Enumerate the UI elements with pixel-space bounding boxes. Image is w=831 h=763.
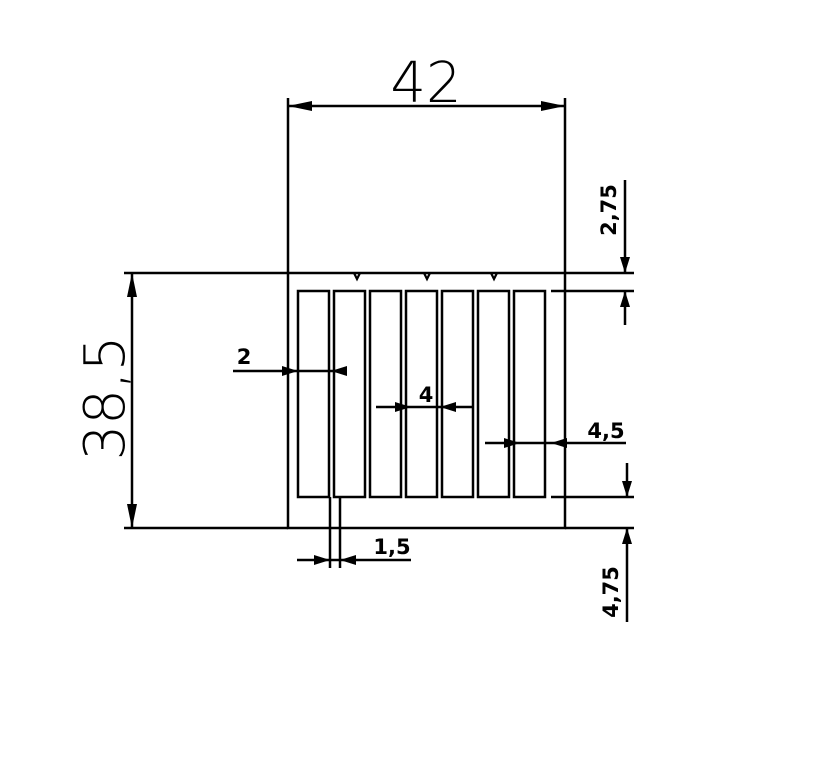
slot-7 xyxy=(512,289,547,499)
arrowhead-right xyxy=(314,555,330,565)
slot-6 xyxy=(476,289,511,499)
top-wall-label: 2,75 xyxy=(597,184,621,236)
dimension-bottom-wall: 4,75 xyxy=(551,463,634,622)
slot-1 xyxy=(296,289,331,499)
arrowhead-down xyxy=(620,257,630,273)
arrowhead-left xyxy=(551,438,567,448)
side-wall-label: 2 xyxy=(237,345,252,369)
dimension-slot-width: 4 xyxy=(376,383,472,412)
notch-1 xyxy=(353,272,361,282)
slot-group xyxy=(296,289,547,499)
arrowhead-top xyxy=(127,273,137,297)
slot-2 xyxy=(332,289,367,499)
slot-3 xyxy=(368,289,403,499)
dimension-rib-width: 1,5 xyxy=(297,497,411,568)
dimension-right-wall: 4,5 xyxy=(485,419,626,448)
overall-height-label: 38,5 xyxy=(73,336,138,461)
arrowhead-left xyxy=(331,366,347,376)
dimension-side-wall: 2 xyxy=(233,345,347,376)
arrowhead-right xyxy=(541,101,565,111)
overall-width-label: 42 xyxy=(390,51,461,116)
top-notches xyxy=(353,272,498,282)
arrowhead-left xyxy=(340,555,356,565)
rib-width-label: 1,5 xyxy=(373,535,410,559)
notch-2 xyxy=(423,272,431,282)
bottom-wall-label: 4,75 xyxy=(599,566,623,618)
arrowhead-right xyxy=(395,402,411,412)
slot-width-label: 4 xyxy=(419,383,434,407)
right-wall-label: 4,5 xyxy=(587,419,624,443)
arrowhead-right xyxy=(282,366,298,376)
slot-5 xyxy=(440,289,475,499)
dimension-overall-height: 38,5 xyxy=(73,271,288,530)
arrowhead-up xyxy=(620,291,630,307)
arrowhead-left xyxy=(440,402,456,412)
arrowhead-right xyxy=(504,438,520,448)
arrowhead-left xyxy=(288,101,312,111)
notch-3 xyxy=(490,272,498,282)
slot-4 xyxy=(404,289,439,499)
arrowhead-down xyxy=(622,481,632,497)
outer-profile xyxy=(286,271,567,530)
dimension-top-wall: 2,75 xyxy=(551,180,634,325)
arrowhead-up xyxy=(622,528,632,544)
arrowhead-bottom xyxy=(127,504,137,528)
dimension-overall-width: 42 xyxy=(286,51,567,273)
